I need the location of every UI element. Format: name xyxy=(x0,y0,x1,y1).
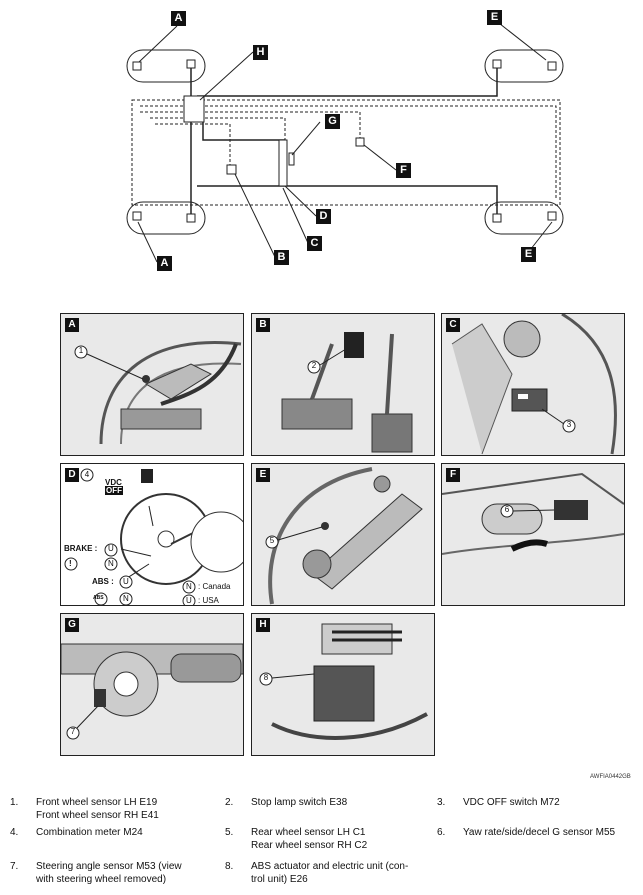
panel-d: D 4 VDC OFF BRAKE : U ! N ABS : U ABS N … xyxy=(60,463,244,606)
legend-item-6: 6. Yaw rate/side/decel G sensor M55 xyxy=(437,827,637,841)
panel-g-label: G xyxy=(65,618,79,632)
overview-label-e-bottom: E xyxy=(521,247,536,262)
legend-num: 5. xyxy=(225,827,234,838)
callout-5: 5 xyxy=(269,536,275,545)
panel-e-illustration xyxy=(265,467,423,605)
panel-b-label: B xyxy=(256,318,270,332)
legend-text: Rear wheel sensor LH C1 xyxy=(251,827,366,838)
panel-d-illustration xyxy=(64,468,243,605)
legend-text: Front wheel sensor RH E41 xyxy=(36,810,159,821)
panel-b: B 2 xyxy=(251,313,435,456)
overview-label-a-top: A xyxy=(171,11,186,26)
callout-4: 4 xyxy=(84,470,90,479)
panel-a-label: A xyxy=(65,318,79,332)
panel-e-label: E xyxy=(256,468,270,482)
panel-h-label: H xyxy=(256,618,270,632)
legend-item-3: 3. VDC OFF switch M72 xyxy=(437,797,637,811)
brake-label: BRAKE : xyxy=(64,544,98,553)
excl-icon: ! xyxy=(69,559,72,568)
overview-label-c: C xyxy=(307,236,322,251)
panel-d-label: D xyxy=(65,468,79,482)
callout-7: 7 xyxy=(70,727,76,736)
callout-8: 8 xyxy=(263,673,269,682)
canada-text: : Canada xyxy=(198,582,231,591)
overview-label-f: F xyxy=(396,163,411,178)
legend-item-2: 2. Stop lamp switch E38 xyxy=(225,797,425,811)
legend-text: ABS actuator and electric unit (con- xyxy=(251,861,409,872)
panel-h: H 8 xyxy=(251,613,435,756)
wheel-rear-right xyxy=(484,201,564,235)
brake-u: U xyxy=(108,544,114,553)
overview-label-d: D xyxy=(316,209,331,224)
wheel-front-left xyxy=(126,49,206,83)
legend-n: N xyxy=(186,582,192,591)
legend-item-7: 7. Steering angle sensor M53 (view with … xyxy=(10,861,210,889)
legend-text: Stop lamp switch E38 xyxy=(251,797,348,808)
legend-text: VDC OFF switch M72 xyxy=(463,797,560,808)
legend-num: 2. xyxy=(225,797,234,808)
callout-6: 6 xyxy=(504,505,510,514)
legend-num: 3. xyxy=(437,797,446,808)
overview-label-h: H xyxy=(253,45,268,60)
legend-text: trol unit) E26 xyxy=(251,874,308,885)
panel-c-illustration xyxy=(451,314,617,455)
callout-3: 3 xyxy=(566,420,572,429)
legend-text: Steering angle sensor M53 (view xyxy=(36,861,182,872)
harness-dashed-inner xyxy=(140,105,557,200)
panel-f-label: F xyxy=(446,468,460,482)
vdc-label: VDC xyxy=(105,478,122,487)
panel-g-illustration xyxy=(61,643,243,740)
legend-num: 7. xyxy=(10,861,19,872)
abs-icon: ABS xyxy=(93,595,104,601)
legend-num: 1. xyxy=(10,797,19,808)
overview-label-b: B xyxy=(274,250,289,265)
legend-u: U xyxy=(186,596,192,605)
legend-text: Rear wheel sensor RH C2 xyxy=(251,840,368,851)
overview-label-e-top: E xyxy=(487,10,502,25)
panel-b-illustration xyxy=(281,332,413,453)
legend-item-1: 1. Front wheel sensor LH E19 Front wheel… xyxy=(10,797,210,825)
legend-num: 6. xyxy=(437,827,446,838)
panel-f-illustration xyxy=(442,472,624,555)
legend-item-5: 5. Rear wheel sensor LH C1 Rear wheel se… xyxy=(225,827,425,855)
off-label: OFF xyxy=(105,486,123,495)
legend-item-8: 8. ABS actuator and electric unit (con- … xyxy=(225,861,425,889)
abs-label: ABS : xyxy=(92,577,114,586)
abs-n: N xyxy=(123,594,129,603)
callout-2: 2 xyxy=(311,361,317,370)
legend-text: with steering wheel removed) xyxy=(36,874,167,885)
legend-num: 8. xyxy=(225,861,234,872)
callout-1: 1 xyxy=(78,346,84,355)
panel-f: F 6 xyxy=(441,463,625,606)
legend-item-4: 4. Combination meter M24 xyxy=(10,827,210,841)
legend-text: Front wheel sensor LH E19 xyxy=(36,797,158,808)
figure-code: AWFIA0442GB xyxy=(590,774,631,780)
panel-h-illustration xyxy=(259,623,428,740)
panel-a: A 1 xyxy=(60,313,244,456)
brake-n: N xyxy=(108,559,114,568)
panel-c: C 3 xyxy=(441,313,625,456)
panel-g: G 7 xyxy=(60,613,244,756)
legend-text: Combination meter M24 xyxy=(36,827,143,838)
wheel-front-right xyxy=(484,49,564,83)
panel-a-illustration xyxy=(74,341,242,445)
legend-num: 4. xyxy=(10,827,19,838)
overview-label-a-bottom: A xyxy=(157,256,172,271)
wheel-rear-left xyxy=(126,201,206,235)
panel-c-label: C xyxy=(446,318,460,332)
abs-u: U xyxy=(123,577,129,586)
abs-actuator-box xyxy=(183,95,205,123)
usa-text: : USA xyxy=(198,596,219,605)
vehicle-layout-diagram xyxy=(126,19,564,263)
harness-dashed-outline xyxy=(131,99,561,206)
panel-e: E 5 xyxy=(251,463,435,606)
legend-text: Yaw rate/side/decel G sensor M55 xyxy=(463,827,616,838)
overview-label-g: G xyxy=(325,114,340,129)
